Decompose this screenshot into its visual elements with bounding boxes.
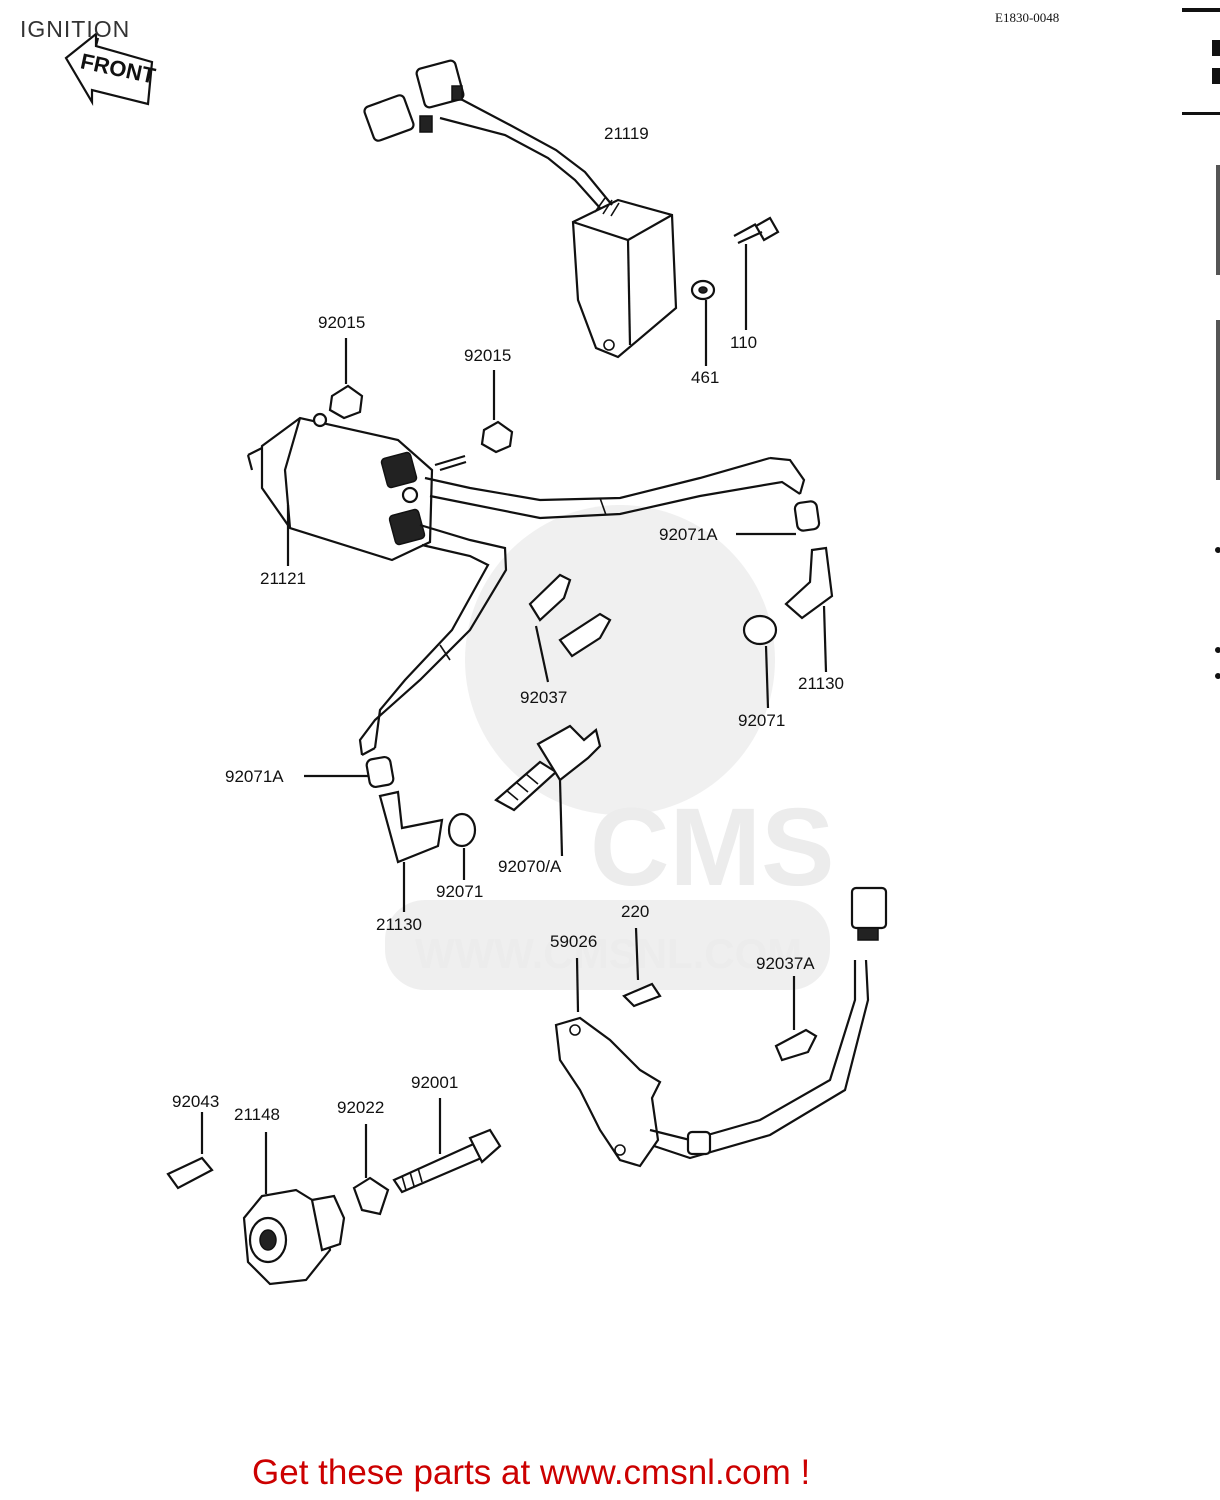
plug-cap-21130-upper bbox=[784, 546, 834, 673]
ht-lead-upper bbox=[424, 456, 806, 520]
cap-92071A-lower bbox=[304, 755, 395, 789]
seal-92071-lower bbox=[447, 812, 477, 880]
cms-watermark: CMS WWW.CMSNL.COM bbox=[385, 505, 834, 990]
ht-lead-lower bbox=[358, 523, 508, 756]
nut-92015-left bbox=[328, 338, 364, 420]
label-21121: 21121 bbox=[260, 569, 307, 588]
label-92070A: 92070/A bbox=[498, 857, 562, 876]
page-edge-marks bbox=[1182, 8, 1220, 679]
label-92037: 92037 bbox=[520, 688, 568, 707]
label-92071-lower: 92071 bbox=[436, 882, 484, 901]
page-title: IGNITION bbox=[20, 16, 131, 42]
bolt-92001 bbox=[392, 1098, 502, 1194]
clamp-92037A bbox=[774, 976, 818, 1062]
diagram-code: E1830-0048 bbox=[995, 10, 1060, 25]
clamp-92037 bbox=[528, 573, 612, 683]
label-92071A-lower: 92071A bbox=[225, 767, 284, 786]
washer-92022 bbox=[352, 1124, 390, 1216]
label-21130-lower: 21130 bbox=[376, 915, 423, 934]
nut-92015-right bbox=[480, 370, 514, 454]
washer-461 bbox=[690, 279, 716, 366]
cdi-unit-21119 bbox=[363, 59, 678, 359]
screw-220 bbox=[622, 927, 662, 1008]
label-92043: 92043 bbox=[172, 1092, 220, 1111]
label-92037A: 92037A bbox=[756, 954, 815, 973]
label-110: 110 bbox=[730, 333, 758, 352]
label-92015-right: 92015 bbox=[464, 346, 512, 365]
label-21148: 21148 bbox=[234, 1105, 281, 1124]
cap-92071A-upper bbox=[736, 500, 821, 536]
label-92071A-upper: 92071A bbox=[659, 525, 718, 544]
label-461: 461 bbox=[691, 368, 720, 387]
seal-92071-upper bbox=[742, 614, 778, 709]
pin-92043 bbox=[166, 1112, 214, 1190]
label-220: 220 bbox=[621, 902, 650, 921]
pickup-coil-59026 bbox=[554, 886, 888, 1168]
label-92022: 92022 bbox=[337, 1098, 385, 1117]
ignition-coil-21121 bbox=[246, 412, 467, 566]
label-92015-left: 92015 bbox=[318, 313, 366, 332]
label-21130-upper: 21130 bbox=[798, 674, 845, 693]
cmsnl-link-banner[interactable]: Get these parts at www.cmsnl.com ! bbox=[252, 1453, 811, 1492]
label-59026: 59026 bbox=[550, 932, 598, 951]
watermark-brand: CMS bbox=[590, 786, 834, 909]
spark-plug-92070A bbox=[494, 724, 602, 857]
label-92071-upper: 92071 bbox=[738, 711, 786, 730]
label-21119: 21119 bbox=[604, 124, 649, 143]
watermark-url: WWW.CMSNL.COM bbox=[415, 930, 802, 977]
label-92001: 92001 bbox=[411, 1073, 459, 1092]
front-arrow-icon bbox=[64, 31, 154, 107]
timing-advancer-21148 bbox=[242, 1132, 346, 1286]
plug-cap-21130-lower bbox=[378, 790, 444, 912]
bolt-110 bbox=[733, 216, 780, 330]
